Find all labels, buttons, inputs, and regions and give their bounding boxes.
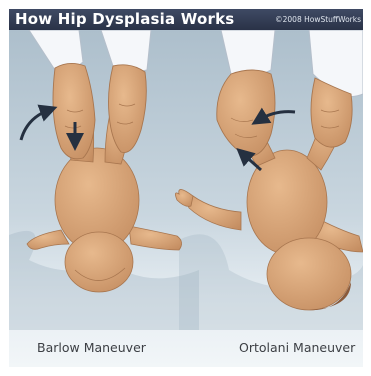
caption-ortolani: Ortolani Maneuver [239,340,355,355]
baby-right-head [267,238,351,310]
page-title: How Hip Dysplasia Works [15,10,234,28]
copyright-notice: ©2008 HowStuffWorks [275,15,361,24]
hand-left-1 [53,63,95,158]
title-bar: How Hip Dysplasia Works ©2008 HowStuffWo… [9,9,363,30]
caption-barlow: Barlow Maneuver [37,340,146,355]
illustration-frame: How Hip Dysplasia Works ©2008 HowStuffWo… [9,9,363,367]
hip-dysplasia-illustration [9,30,363,367]
baby-left-head [65,232,133,292]
